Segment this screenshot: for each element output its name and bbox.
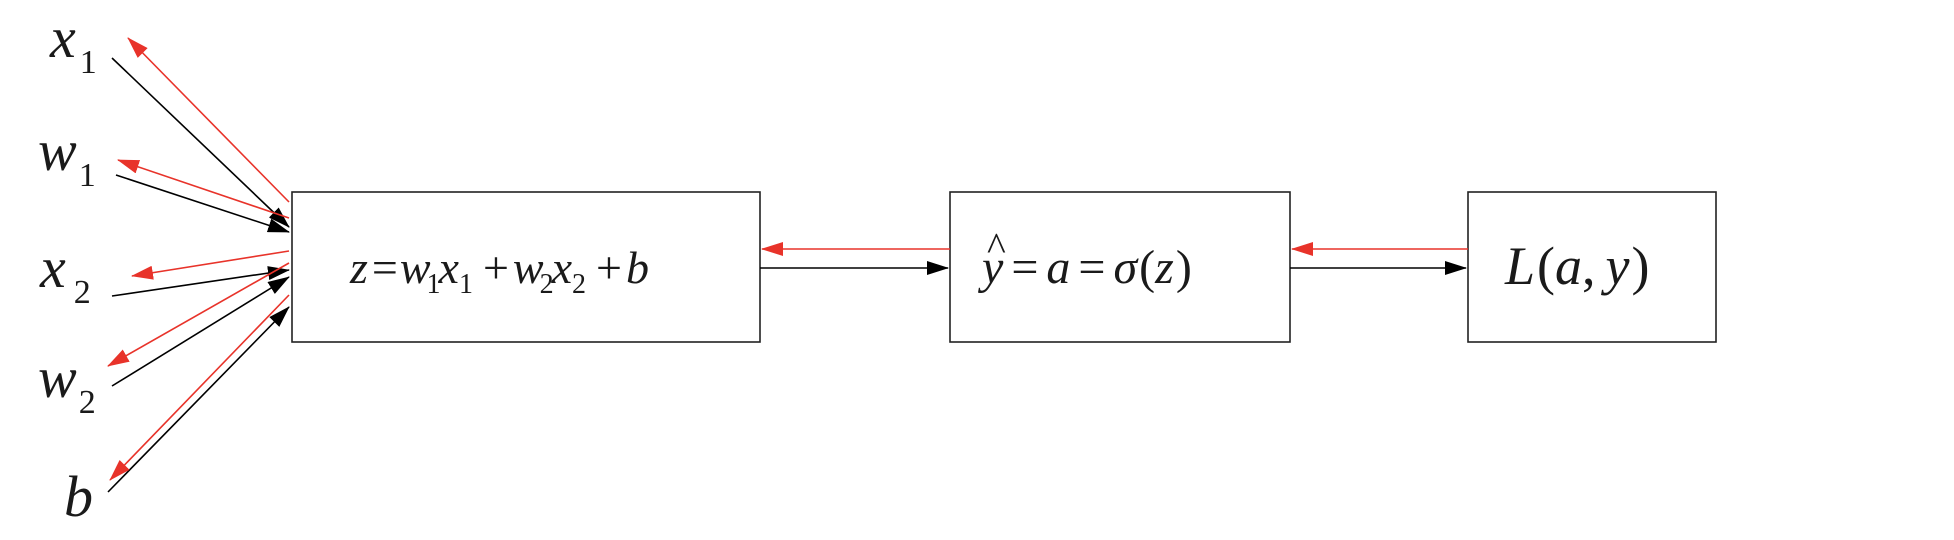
forward-arrow-w2 bbox=[111, 276, 290, 387]
backward-arrow-x2 bbox=[131, 250, 290, 280]
backward-arrow-w1 bbox=[117, 159, 290, 219]
node-activation-box bbox=[949, 191, 1291, 343]
node-activation-hat: ^ bbox=[987, 224, 1006, 269]
input-b-label: b bbox=[64, 464, 93, 529]
node-loss-box bbox=[1467, 191, 1717, 343]
node-edges bbox=[760, 242, 1468, 275]
backward-arrow-b bbox=[109, 294, 290, 481]
input-edges bbox=[107, 37, 290, 493]
forward-arrow-b bbox=[107, 306, 290, 493]
backward-arrow-x1 bbox=[127, 37, 290, 203]
input-w1-label: w1 bbox=[38, 118, 96, 194]
forward-arrow-w1 bbox=[115, 174, 290, 233]
node-z-box bbox=[291, 191, 761, 343]
forward-arrow-x2 bbox=[111, 266, 290, 297]
forward-arrow-x1 bbox=[111, 57, 290, 228]
node-activation-equation: y=a=σ(z) bbox=[977, 241, 1192, 294]
node-z-equation: z=w1x1+w2x2+b bbox=[349, 242, 649, 300]
input-w2-label: w2 bbox=[38, 345, 96, 421]
backward-arrow-w2 bbox=[107, 262, 290, 367]
node-loss-equation: L(a,y) bbox=[1504, 236, 1649, 296]
